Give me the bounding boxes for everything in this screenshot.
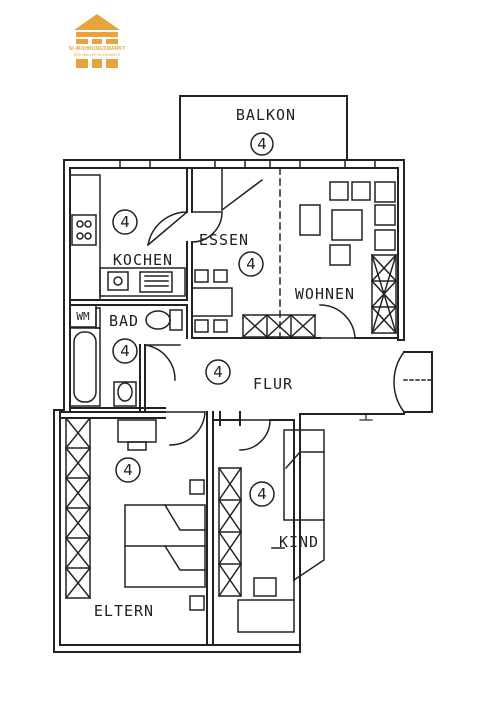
essen-number-circle — [238, 251, 264, 277]
bathroom-fixtures — [69, 304, 183, 407]
top-windows — [119, 159, 376, 169]
door-swings — [144, 167, 433, 451]
dining-table — [191, 269, 233, 333]
living-room-furniture — [299, 181, 398, 335]
washing-machine-label: WM — [76, 310, 90, 323]
flur-number-circle — [205, 359, 231, 385]
kind-number: 4 — [257, 485, 267, 503]
eltern-number: 4 — [123, 461, 133, 479]
bad-label: BAD — [109, 312, 139, 330]
bedroom-furniture — [64, 416, 206, 611]
kochen-number: 4 — [120, 213, 130, 231]
essen-label: ESSEN — [199, 231, 249, 249]
kochen-number-circle — [112, 209, 138, 235]
bad-number-circle — [112, 338, 138, 364]
kids-room-furniture — [217, 429, 325, 633]
wohnen-label: WOHNEN — [295, 285, 355, 303]
logo-tagline-text: DER MAKLER IN CHEMNITZ — [73, 53, 121, 57]
kind-number-circle — [249, 481, 275, 507]
eltern-label: ELTERN — [94, 602, 154, 620]
balcony-outline — [179, 95, 348, 159]
shelf-unit — [241, 313, 317, 339]
balkon-label: BALKON — [236, 106, 296, 124]
company-logo: SI-WOHNUNGSMARKT DER MAKLER IN CHEMNITZ — [62, 10, 132, 72]
kind-label: KIND — [279, 533, 319, 551]
flur-label: FLUR — [253, 375, 293, 393]
kochen-label: KOCHEN — [113, 251, 173, 269]
house-logo-icon — [74, 14, 120, 68]
bad-number: 4 — [120, 342, 130, 360]
misc-marks — [359, 413, 373, 421]
room-number-markers — [112, 132, 275, 507]
flur-number: 4 — [213, 363, 223, 381]
balkon-number: 4 — [257, 135, 267, 153]
balkon-number-circle — [250, 132, 274, 156]
essen-number: 4 — [246, 255, 256, 273]
kitchen-fixtures — [69, 174, 186, 301]
logo-brand-text: SI-WOHNUNGSMARKT — [68, 46, 126, 52]
eltern-number-circle — [115, 457, 141, 483]
